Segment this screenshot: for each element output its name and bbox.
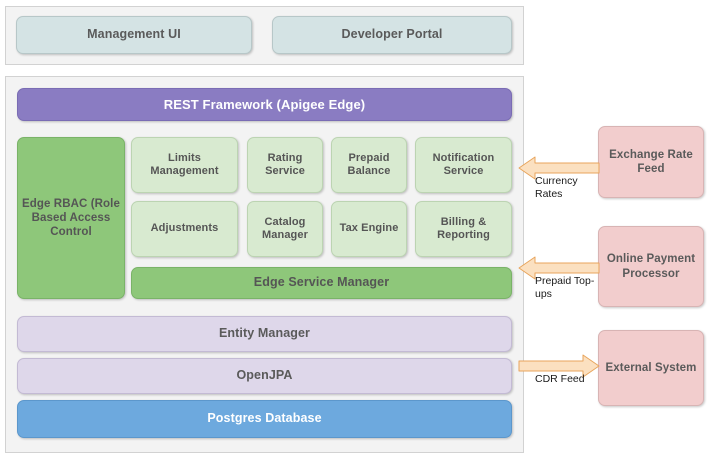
box-online-payment-processor[interactable]: Online Payment Processor [598, 226, 704, 307]
box-label: Tax Engine [339, 222, 399, 235]
box-billing-reporting[interactable]: Billing & Reporting [415, 201, 512, 257]
box-entity-manager[interactable]: Entity Manager [17, 316, 512, 352]
box-adjustments[interactable]: Adjustments [131, 201, 238, 257]
box-label: Management UI [87, 27, 181, 42]
box-label: Edge RBAC (Role Based Access Control [22, 197, 120, 238]
flow-label-prepaid-topups: Prepaid Top-ups [535, 275, 595, 301]
flow-arrow-currency-rates [518, 155, 600, 181]
box-label: Prepaid Balance [347, 151, 391, 177]
box-tax-engine[interactable]: Tax Engine [331, 201, 407, 257]
box-label: Entity Manager [219, 326, 310, 341]
box-edge-service-manager[interactable]: Edge Service Manager [131, 267, 512, 299]
box-prepaid-balance[interactable]: Prepaid Balance [331, 137, 407, 193]
box-label: Catalog Manager [262, 215, 308, 241]
box-label: OpenJPA [236, 368, 293, 383]
flow-arrow-cdr-feed [518, 353, 600, 379]
box-label: External System [605, 361, 697, 374]
box-developer-portal[interactable]: Developer Portal [272, 16, 512, 54]
flow-label-cdr-feed: CDR Feed [535, 373, 585, 385]
box-external-system[interactable]: External System [598, 330, 704, 406]
flow-label-currency-rates: Currency Rates [535, 175, 578, 201]
box-openjpa[interactable]: OpenJPA [17, 358, 512, 394]
box-label: Developer Portal [341, 27, 443, 42]
box-label: Adjustments [150, 222, 219, 235]
box-label: Billing & Reporting [437, 215, 490, 241]
box-limits-management[interactable]: Limits Management [131, 137, 238, 193]
flow-arrow-prepaid-topups [518, 255, 600, 281]
box-catalog-manager[interactable]: Catalog Manager [247, 201, 323, 257]
box-edge-rbac[interactable]: Edge RBAC (Role Based Access Control [17, 137, 125, 299]
box-rest-framework[interactable]: REST Framework (Apigee Edge) [17, 88, 512, 121]
box-label: Edge Service Manager [253, 275, 390, 290]
box-rating-service[interactable]: Rating Service [247, 137, 323, 193]
box-exchange-rate-feed[interactable]: Exchange Rate Feed [598, 126, 704, 198]
box-label: Exchange Rate Feed [609, 148, 693, 175]
box-label: Online Payment Processor [606, 253, 696, 280]
box-label: REST Framework (Apigee Edge) [163, 96, 366, 112]
box-management-ui[interactable]: Management UI [16, 16, 252, 54]
box-notification-service[interactable]: Notification Service [415, 137, 512, 193]
box-label: Limits Management [150, 151, 219, 177]
box-label: Notification Service [432, 151, 495, 177]
box-label: Postgres Database [207, 411, 322, 426]
box-postgres-database[interactable]: Postgres Database [17, 400, 512, 438]
box-label: Rating Service [265, 151, 305, 177]
